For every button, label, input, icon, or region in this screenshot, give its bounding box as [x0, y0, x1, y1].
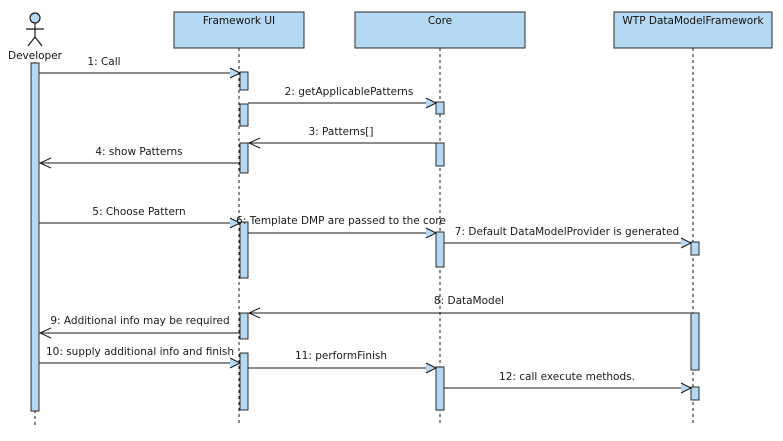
message-1	[39, 67, 242, 79]
message-8-label: 8: DataModel	[434, 295, 504, 307]
activation-framework-ui	[239, 312, 249, 340]
activation-framework-ui	[239, 142, 249, 174]
activation-core	[435, 142, 445, 167]
message-4	[38, 157, 240, 169]
message-6-label: 6: Template DMP are passed to the core	[236, 215, 446, 227]
activation-wtp	[690, 241, 700, 256]
developer-actor: Developer	[8, 12, 63, 62]
lifeline-framework-ui-header: Framework UI	[173, 11, 305, 49]
activation-framework-ui	[239, 221, 249, 279]
lifeline-label: WTP DataModelFramework	[622, 15, 764, 27]
message-11	[248, 362, 438, 374]
activation-framework-ui	[239, 71, 249, 91]
lifeline-wtp-header: WTP DataModelFramework	[613, 11, 773, 49]
activation-framework-ui	[239, 352, 249, 411]
message-9	[38, 327, 240, 339]
stick-figure-icon	[26, 12, 44, 47]
message-2	[248, 97, 438, 109]
activation-core	[435, 366, 445, 411]
message-7	[444, 237, 693, 249]
message-12	[444, 382, 693, 394]
message-7-label: 7: Default DataModelProvider is generate…	[455, 226, 679, 238]
message-3	[247, 137, 436, 149]
message-5-label: 5: Choose Pattern	[92, 206, 185, 218]
message-5	[39, 217, 242, 229]
activation-developer	[30, 62, 40, 412]
activation-core	[435, 101, 445, 115]
lifeline-core-header: Core	[354, 11, 526, 49]
message-10	[39, 357, 242, 369]
message-1-label: 1: Call	[87, 56, 120, 68]
message-4-label: 4: show Patterns	[95, 146, 182, 158]
message-10-label: 10: supply additional info and finish	[46, 346, 234, 358]
message-2-label: 2: getApplicablePatterns	[285, 86, 414, 98]
message-12-label: 12: call execute methods.	[499, 371, 635, 383]
message-8	[247, 307, 691, 319]
message-3-label: 3: Patterns[]	[309, 126, 374, 138]
message-9-label: 9: Additional info may be required	[50, 315, 229, 327]
activation-core	[435, 231, 445, 268]
message-6	[248, 227, 438, 239]
lifeline-label: Core	[428, 15, 452, 27]
message-11-label: 11: performFinish	[295, 350, 387, 362]
lifeline-label: Framework UI	[203, 15, 275, 27]
activation-wtp	[690, 312, 700, 371]
actor-label: Developer	[8, 50, 63, 62]
activation-framework-ui	[239, 103, 249, 127]
activation-wtp	[690, 386, 700, 401]
